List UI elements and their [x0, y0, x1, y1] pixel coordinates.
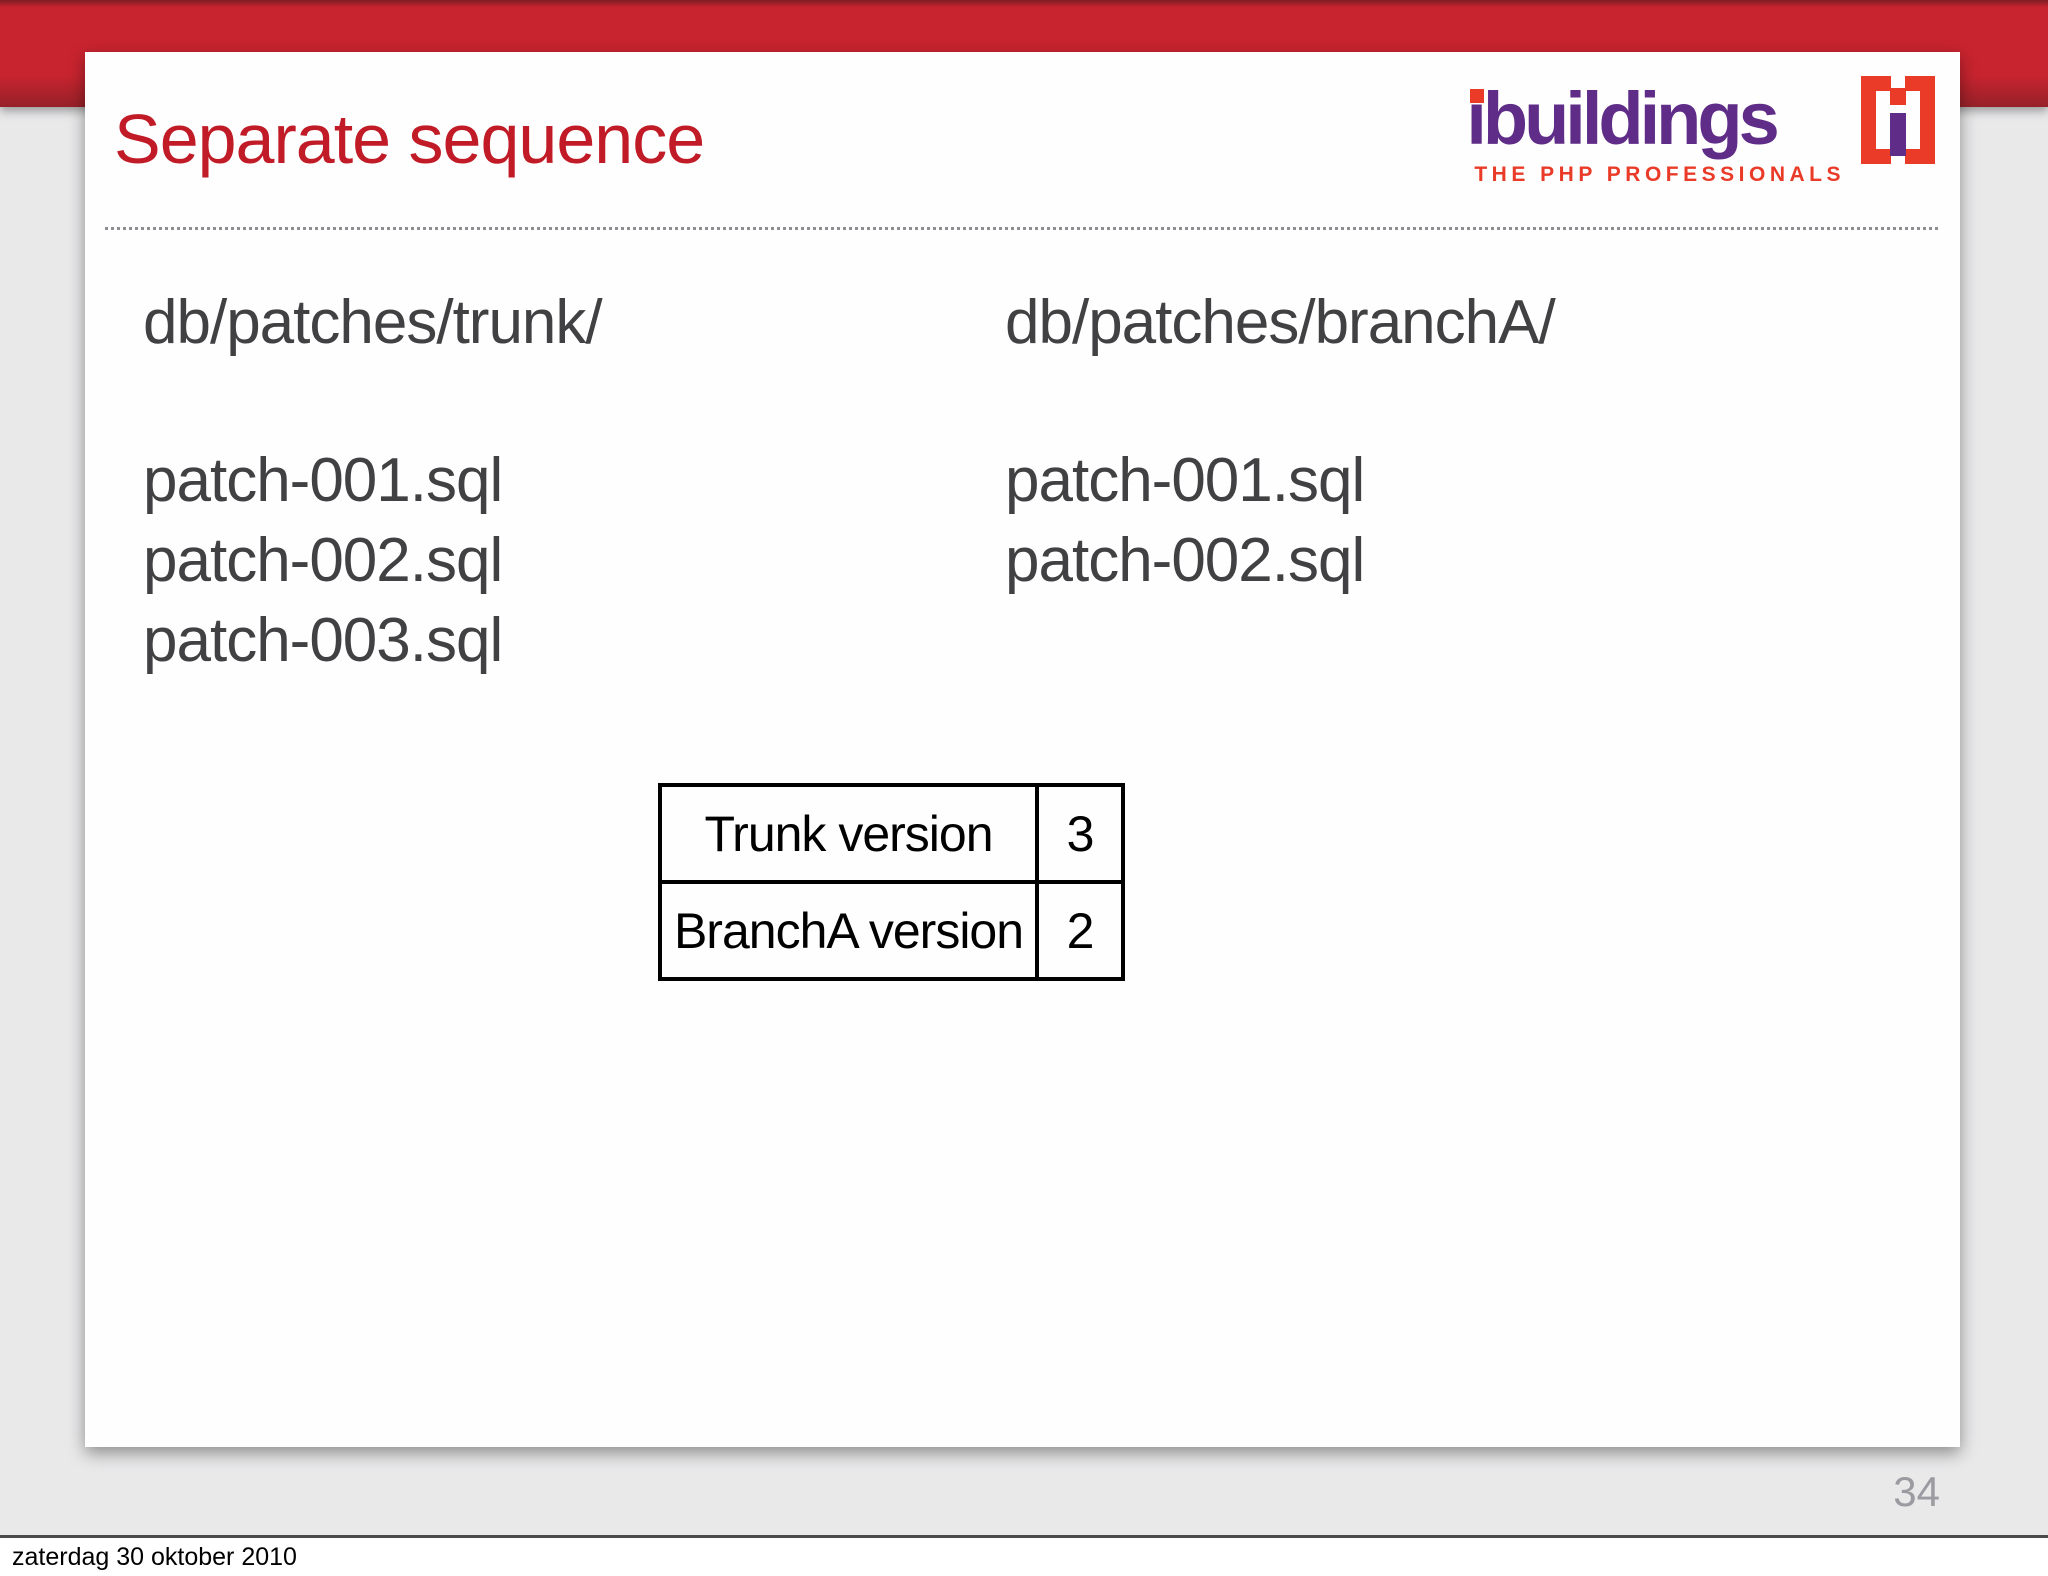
footer-bar: zaterdag 30 oktober 2010: [0, 1538, 2048, 1576]
logo-wordmark-text: ibuildings: [1466, 77, 1779, 160]
trunk-directory-path: db/patches/trunk/: [143, 288, 603, 357]
version-value: 2: [1035, 880, 1125, 981]
bracket-i-icon: [1861, 76, 1935, 164]
trunk-file-list: patch-001.sql patch-002.sql patch-003.sq…: [143, 441, 503, 681]
slide-title: Separate sequence: [114, 100, 705, 178]
slide: Separate sequence ibuildings THE PHP PRO…: [85, 52, 1960, 1447]
slide-viewer-background: Separate sequence ibuildings THE PHP PRO…: [0, 0, 2048, 1538]
page-number: 34: [1893, 1468, 1940, 1515]
file-item: patch-003.sql: [143, 606, 503, 675]
file-item: patch-002.sql: [143, 526, 503, 595]
file-item: patch-002.sql: [1005, 526, 1365, 595]
branch-directory-path: db/patches/branchA/: [1005, 288, 1556, 357]
i-stem-shape: [1890, 113, 1906, 156]
logo-tagline: THE PHP PROFESSIONALS: [1474, 163, 1845, 186]
version-table-row: BranchA version 2: [658, 880, 1125, 981]
version-table-row: Trunk version 3: [658, 783, 1125, 884]
version-value: 3: [1035, 783, 1125, 884]
left-bracket-shape: [1861, 76, 1891, 164]
logo-wordmark: ibuildings: [1466, 82, 1779, 156]
footer-date: zaterdag 30 oktober 2010: [12, 1542, 297, 1571]
right-bracket-shape: [1905, 76, 1935, 164]
version-label: BranchA version: [658, 880, 1039, 981]
branch-file-list: patch-001.sql patch-002.sql: [1005, 441, 1365, 601]
file-item: patch-001.sql: [1005, 446, 1365, 515]
title-divider: [105, 227, 1938, 230]
i-dot-shape: [1890, 88, 1906, 105]
ibuildings-logo: ibuildings THE PHP PROFESSIONALS: [1466, 76, 1935, 187]
version-table: Trunk version 3 BranchA version 2: [658, 783, 1125, 981]
file-item: patch-001.sql: [143, 446, 503, 515]
version-label: Trunk version: [658, 783, 1039, 884]
logo-text-block: ibuildings THE PHP PROFESSIONALS: [1466, 82, 1845, 187]
